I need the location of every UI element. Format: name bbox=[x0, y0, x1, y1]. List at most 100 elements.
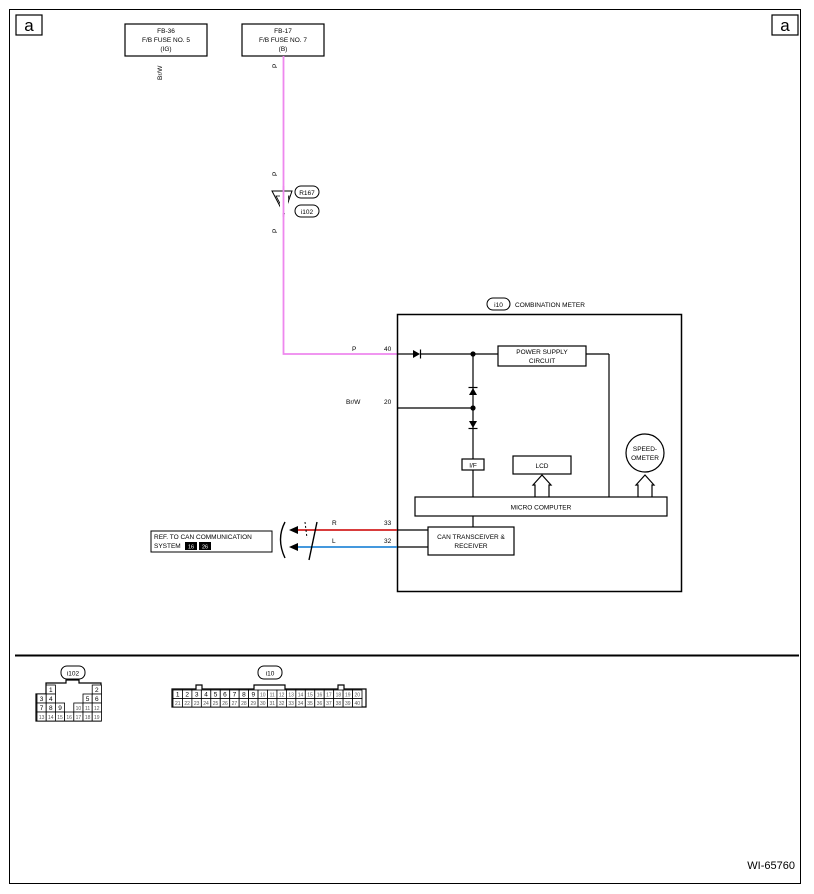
i10-pin-29-label: 29 bbox=[251, 701, 257, 707]
i10-pin-3: 3 bbox=[191, 689, 202, 699]
i10-pin-39-label: 39 bbox=[345, 701, 351, 707]
arrow-can-red bbox=[289, 526, 298, 534]
i10-pin-10-label: 10 bbox=[260, 693, 266, 699]
i10-pin-27: 27 bbox=[229, 698, 240, 708]
combination-meter-box bbox=[396, 313, 683, 593]
wire-label-p-pin: P bbox=[352, 346, 356, 353]
fuse-fb17-id: FB-17 bbox=[274, 28, 292, 35]
i10-pin-35-label: 35 bbox=[307, 701, 313, 707]
i10-pin-16-label: 16 bbox=[317, 693, 323, 699]
i102-pin-12: 12 bbox=[91, 702, 102, 713]
module-title: COMBINATION METER bbox=[515, 302, 585, 309]
i10-pin-14: 14 bbox=[295, 689, 306, 699]
lcd-block: LCD bbox=[512, 455, 572, 475]
i10-pin-32: 32 bbox=[276, 698, 287, 708]
wire-label-brw-top: Br/W bbox=[157, 65, 164, 80]
i10-pin-17: 17 bbox=[323, 689, 335, 699]
i10-pin-13-label: 13 bbox=[288, 693, 294, 699]
i10-pin-32-label: 32 bbox=[279, 701, 285, 707]
pin-33: 33 bbox=[384, 520, 392, 527]
i102-pin-14-label: 14 bbox=[48, 715, 54, 721]
i10-pin-40-label: 40 bbox=[354, 701, 360, 707]
i10-pin-15: 15 bbox=[304, 689, 316, 699]
page-marker-left: a bbox=[15, 14, 43, 36]
i10-pin-4-label: 4 bbox=[204, 692, 208, 699]
i10-pin-2: 2 bbox=[182, 689, 193, 699]
i102-pin-3: 3 bbox=[36, 693, 47, 704]
i102-pin-15: 15 bbox=[55, 711, 66, 722]
i10-pin-17-label: 17 bbox=[326, 693, 332, 699]
figure-id: WI-65760 bbox=[747, 860, 795, 872]
junction-dot-top bbox=[470, 351, 476, 357]
page-marker-right-label: a bbox=[780, 16, 790, 35]
i102-pin-8: 8 bbox=[45, 702, 56, 713]
i10-pin-25: 25 bbox=[210, 698, 221, 708]
i10-pin-37: 37 bbox=[323, 698, 335, 708]
wire-label-p-low: P bbox=[272, 229, 279, 233]
i10-pin-7: 7 bbox=[229, 689, 240, 699]
fuse-fb36-id: FB-36 bbox=[157, 28, 175, 35]
i10-pin-5-label: 5 bbox=[214, 692, 218, 699]
i102-pin-13: 13 bbox=[36, 711, 47, 722]
i10-pin-8: 8 bbox=[238, 689, 249, 699]
i10-pin-39: 39 bbox=[342, 698, 353, 708]
connector-view-i102-label: i102 bbox=[67, 671, 80, 678]
fuse-fb17-source: (B) bbox=[279, 46, 288, 53]
if-block: I/F bbox=[461, 458, 485, 471]
lcd-label: LCD bbox=[535, 463, 548, 470]
speedometer-label-1: SPEED- bbox=[633, 446, 657, 453]
page-marker-left-label: a bbox=[24, 16, 34, 35]
i10-pin-24-label: 24 bbox=[203, 701, 209, 707]
page-marker-right: a bbox=[771, 14, 799, 36]
i102-pin-17-label: 17 bbox=[76, 715, 82, 721]
power-supply-label-1: POWER SUPPLY bbox=[516, 349, 568, 356]
wire-label-r: R bbox=[332, 520, 337, 527]
i102-pin-7: 7 bbox=[36, 702, 47, 713]
i102-pin-6: 6 bbox=[91, 693, 102, 704]
i102-pin-1-label: 1 bbox=[49, 687, 53, 694]
i10-pin-33-label: 33 bbox=[288, 701, 294, 707]
i102-pin-19-label: 19 bbox=[94, 715, 100, 721]
module-connector-label: i10 bbox=[494, 302, 503, 309]
i10-pin-20-label: 20 bbox=[354, 693, 360, 699]
i102-pin-13-label: 13 bbox=[39, 715, 45, 721]
i10-pin-26: 26 bbox=[219, 698, 231, 708]
diode-lower bbox=[468, 421, 478, 430]
reference-line-1: REF. TO CAN COMMUNICATION bbox=[154, 534, 252, 541]
junction-connector-i102: i102 bbox=[294, 204, 320, 218]
i10-pin-14-label: 14 bbox=[298, 693, 304, 699]
wire-pink bbox=[282, 56, 397, 355]
micro-computer-label: MICRO COMPUTER bbox=[511, 505, 572, 512]
i10-pin-23: 23 bbox=[191, 698, 202, 708]
i10-pin-21-label: 21 bbox=[175, 701, 181, 707]
i102-pin-8-label: 8 bbox=[49, 705, 53, 712]
i10-pin-21: 21 bbox=[172, 698, 183, 708]
i10-pin-11-label: 11 bbox=[270, 693, 275, 699]
i10-pin-15-label: 15 bbox=[307, 693, 313, 699]
i10-pin-19-label: 19 bbox=[345, 693, 351, 699]
junction-connector-i102-label: i102 bbox=[301, 209, 314, 216]
fuse-fb17-name: F/B FUSE NO. 7 bbox=[259, 37, 307, 44]
i102-pin-14: 14 bbox=[45, 711, 56, 722]
wire-label-brw-pin: Br/W bbox=[346, 399, 361, 406]
can-transceiver-label-1: CAN TRANSCEIVER & bbox=[437, 534, 505, 541]
i10-pin-13: 13 bbox=[285, 689, 297, 699]
i10-pin-5: 5 bbox=[210, 689, 221, 699]
internal-circuit bbox=[397, 353, 610, 548]
twisted-pair-slash bbox=[308, 521, 318, 561]
i10-pin-36-label: 36 bbox=[317, 701, 323, 707]
i102-pin-6-label: 6 bbox=[95, 696, 99, 703]
i10-pin-19: 19 bbox=[342, 689, 353, 699]
i10-pin-10: 10 bbox=[257, 689, 268, 699]
fuse-fb36: FB-36 F/B FUSE NO. 5 (IG) bbox=[124, 23, 208, 57]
i102-pin-18: 18 bbox=[82, 711, 93, 722]
i10-pin-24: 24 bbox=[200, 698, 212, 708]
diode-input bbox=[413, 349, 422, 359]
i10-pin-37-label: 37 bbox=[326, 701, 332, 707]
twisted-pair-bracket bbox=[279, 521, 286, 559]
i102-pin-2-label: 2 bbox=[95, 687, 99, 694]
i10-pin-18: 18 bbox=[333, 689, 344, 699]
i10-pin-31-label: 31 bbox=[269, 701, 275, 707]
